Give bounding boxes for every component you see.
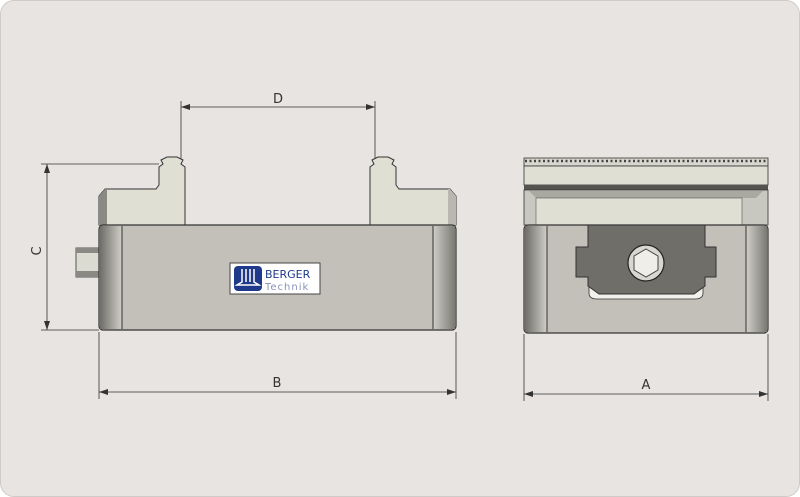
left-jaw <box>98 156 186 226</box>
svg-text:Technik: Technik <box>264 282 309 293</box>
berger-technik-logo: BERGER Technik <box>229 262 321 295</box>
right-jaw <box>369 156 457 226</box>
dimension-label-c: C <box>30 246 45 255</box>
front-view: BERGER Technik <box>75 156 457 331</box>
side-view <box>523 157 769 334</box>
svg-text:BERGER: BERGER <box>265 268 311 281</box>
serrated-jaw-top <box>523 157 769 167</box>
dimension-label-a: A <box>642 378 651 393</box>
dimension-label-d: D <box>273 92 283 107</box>
dimension-lines <box>41 101 769 401</box>
hex-socket-icon <box>633 248 659 278</box>
dimension-label-b: B <box>273 376 282 391</box>
